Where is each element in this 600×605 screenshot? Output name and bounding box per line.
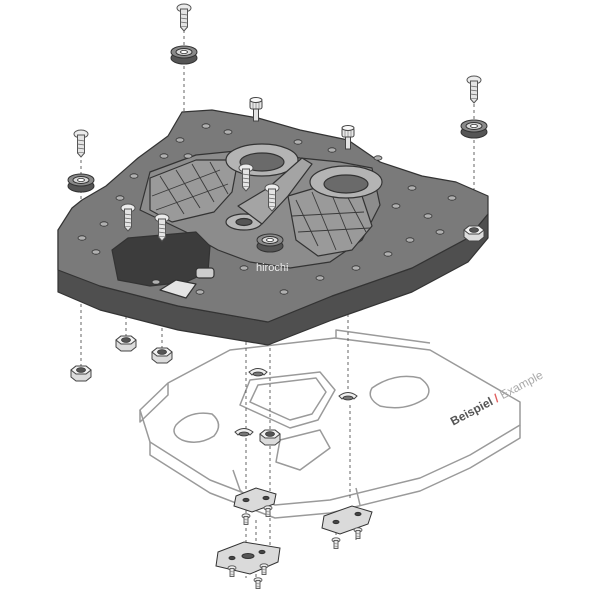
nut-right <box>463 225 485 242</box>
grommet-center <box>256 233 284 253</box>
clamp-plates <box>215 487 373 575</box>
nut-bottom-2 <box>151 347 173 364</box>
top-plate <box>57 109 489 346</box>
clip-2 <box>338 392 358 401</box>
nut-bottom-1 <box>115 335 137 352</box>
screw-left <box>73 129 89 158</box>
grommet-right <box>460 119 488 139</box>
nut-bottom-3 <box>70 365 92 382</box>
screw-right <box>466 75 482 104</box>
nut-rack <box>259 429 281 446</box>
grommet-top-left <box>170 45 198 65</box>
clip-3 <box>234 428 254 437</box>
luggage-rack-frame <box>139 329 521 519</box>
plate-holes <box>77 123 457 295</box>
screw-top-left <box>176 3 192 32</box>
grommet-left <box>67 173 95 193</box>
clip-1 <box>248 368 268 377</box>
watermark-text: hirochi <box>256 262 289 274</box>
